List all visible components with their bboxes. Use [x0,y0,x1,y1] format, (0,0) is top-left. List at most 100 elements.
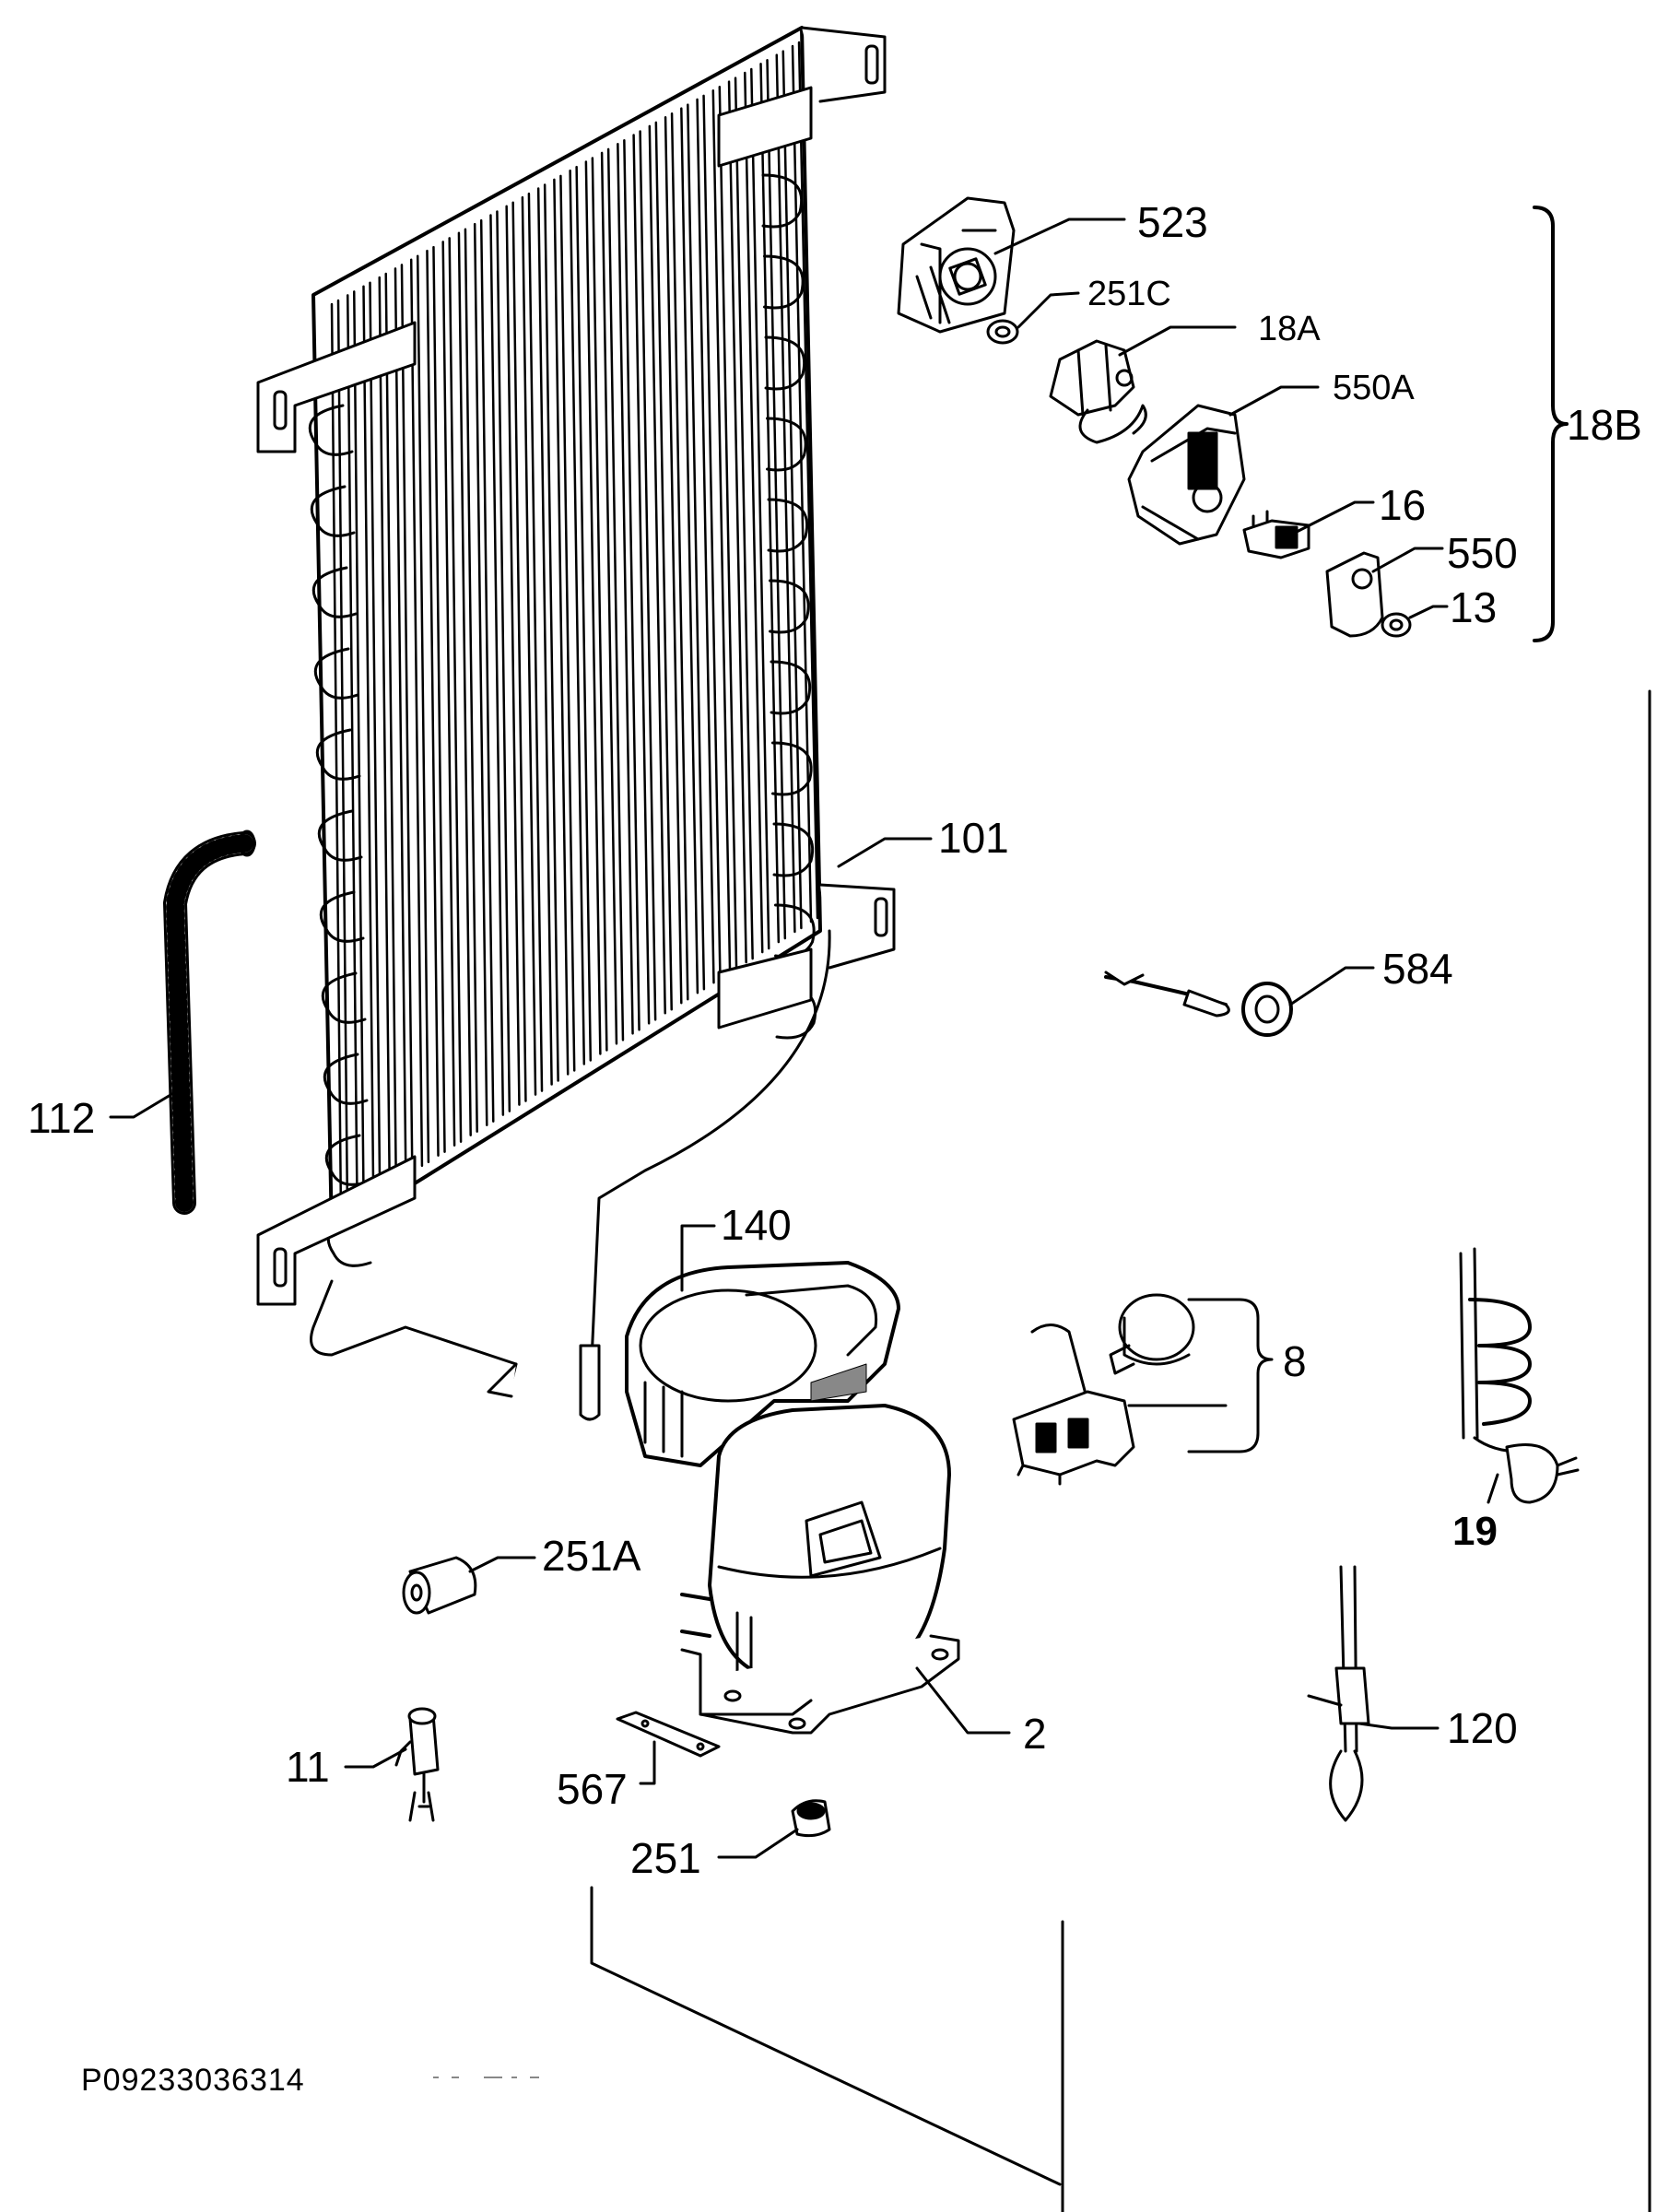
condenser-tube [759,63,781,944]
serpentine-bend [764,335,805,391]
serpentine-bend [769,579,810,634]
condenser-tube [432,245,446,1154]
condenser-tube [479,218,495,1123]
condenser-tube [648,124,666,1015]
condenser-tube [505,205,521,1106]
condenser-tube [664,115,683,1005]
condenser-tube [750,67,770,950]
condenser-tube [511,201,527,1102]
thermostat-housing-523 [897,196,1016,334]
condenser-tube [687,103,706,991]
callout-120: 120 [1447,1704,1518,1752]
serpentine-bend [310,485,356,537]
callout-11: 11 [286,1743,330,1791]
condenser-tube [400,264,414,1174]
callout-2: 2 [1023,1710,1047,1758]
condenser-tube [775,53,796,934]
drawing-code: P09233036314 [81,2063,305,2098]
condenser-tube [426,249,440,1158]
callout-584: 584 [1382,945,1453,993]
serpentine-bend [311,566,358,618]
condenser-tube [496,210,511,1112]
thermostat-18a [1049,339,1147,444]
condenser-tube [569,169,586,1065]
condenser-tube [559,174,576,1072]
condenser-tube [584,160,602,1055]
condenser-tube [378,276,392,1188]
condenser-coil [256,26,896,1421]
callout-112: 112 [28,1094,96,1142]
callout-18b: 18B [1567,401,1642,449]
serpentine-bend [323,1053,369,1105]
condenser-tube [473,222,488,1126]
power-cable-584 [1104,971,1293,1037]
power-cord-19 [1459,1247,1580,1504]
thermostat-cover-550a [1127,404,1246,546]
condenser-tube [394,267,407,1178]
callout-13: 13 [1450,583,1498,631]
lamp-cover-550 [1325,551,1384,638]
condenser-tube [718,86,738,971]
condenser-tube [575,165,593,1062]
valve-11 [407,1707,440,1822]
condenser-tube [352,290,365,1205]
bracket-18b [1533,206,1569,642]
callout-523: 523 [1137,198,1208,246]
condenser-tube [336,299,349,1215]
leader-lines [109,218,1499,1859]
condenser-tube [384,272,398,1184]
serpentine-bend [763,254,805,310]
serpentine-bend [315,728,361,781]
condenser-tube [623,138,640,1031]
condenser-tube [791,44,813,924]
condenser-tube [696,98,715,984]
condenser-tube [409,258,424,1168]
switch-16 [1242,510,1310,559]
rubber-sleeve-251a [402,1556,477,1615]
condenser-tube [600,151,618,1045]
compressor-2 [680,1404,960,1735]
condenser-tube [457,231,472,1136]
bulb-13 [1381,612,1412,638]
starter-relay-8 [1012,1293,1274,1486]
condenser-tube [330,302,343,1218]
condenser-tube [362,285,375,1198]
callout-251a: 251A [542,1532,641,1580]
condenser-tube [448,237,463,1144]
callout-550a: 550A [1333,369,1415,407]
condenser-tube [734,76,754,960]
condenser-tube [416,254,430,1164]
condenser-tube [606,147,625,1041]
callout-251c: 251C [1087,275,1171,313]
condenser-tube [797,41,819,920]
serpentine-bend [308,404,354,456]
condenser-tube [781,50,803,930]
condenser-tube [543,183,559,1082]
condenser-tube [591,157,608,1052]
drain-hose [163,830,256,1215]
serpentine-bend [324,1134,370,1186]
callout-19: 19 [1452,1509,1498,1554]
serpentine-bend [770,660,811,715]
callout-16: 16 [1379,481,1427,529]
callout-550: 550 [1447,529,1518,577]
scan-artifacts [433,2077,539,2078]
condenser-tube [521,195,537,1096]
condenser-tube [711,89,732,974]
condenser-tube [527,192,544,1092]
callout-101: 101 [938,814,1009,862]
serpentine-bend [321,971,367,1024]
condenser-tube [654,121,673,1011]
condenser-tube [727,80,747,964]
condenser-tube [369,281,382,1194]
condenser-tube [670,112,689,1001]
serpentine-bend [761,173,803,229]
callout-8: 8 [1283,1337,1307,1385]
serpentine-bend [319,890,365,943]
cabinet-outline [590,689,1651,2212]
callout-140: 140 [721,1201,792,1249]
condenser-tube [441,241,456,1147]
callout-18a: 18A [1258,310,1321,348]
condenser-tube [464,228,478,1133]
